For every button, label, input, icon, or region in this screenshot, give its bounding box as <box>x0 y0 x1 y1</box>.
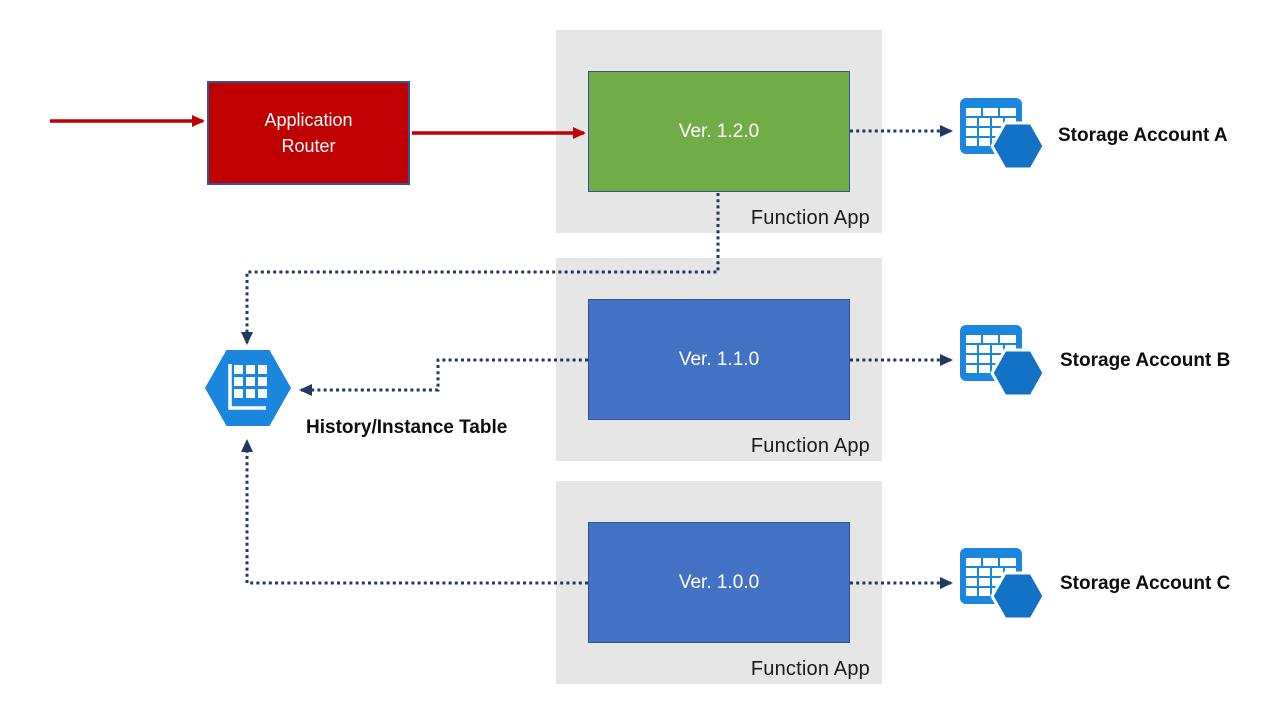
history-instance-table-label: History/Instance Table <box>306 417 508 438</box>
connector-v100-to-history-table <box>241 439 588 585</box>
table-storage-icon-a <box>960 98 1046 171</box>
connector-v110-to-history-table <box>299 358 588 396</box>
application-router-label: Application Router <box>264 109 353 156</box>
history-instance-table-icon <box>205 350 291 426</box>
function-app-label-2: Function App <box>750 435 870 457</box>
function-app-label-3: Function App <box>750 658 870 680</box>
storage-account-c-label: Storage Account C <box>1060 573 1231 594</box>
version-1-0-0-label: Ver. 1.0.0 <box>678 571 760 593</box>
table-storage-icon-b <box>960 325 1046 398</box>
storage-account-a-label: Storage Account A <box>1058 125 1228 146</box>
version-1-2-0-node: Ver. 1.2.0 <box>588 71 850 192</box>
application-router-node: Application Router <box>207 81 410 185</box>
version-1-2-0-label: Ver. 1.2.0 <box>678 120 760 142</box>
storage-account-b-label: Storage Account B <box>1060 350 1231 371</box>
table-storage-icon-c <box>960 548 1046 621</box>
function-app-label-1: Function App <box>750 207 870 229</box>
version-1-1-0-label: Ver. 1.1.0 <box>678 348 760 370</box>
version-1-0-0-node: Ver. 1.0.0 <box>588 522 850 643</box>
version-1-1-0-node: Ver. 1.1.0 <box>588 299 850 420</box>
